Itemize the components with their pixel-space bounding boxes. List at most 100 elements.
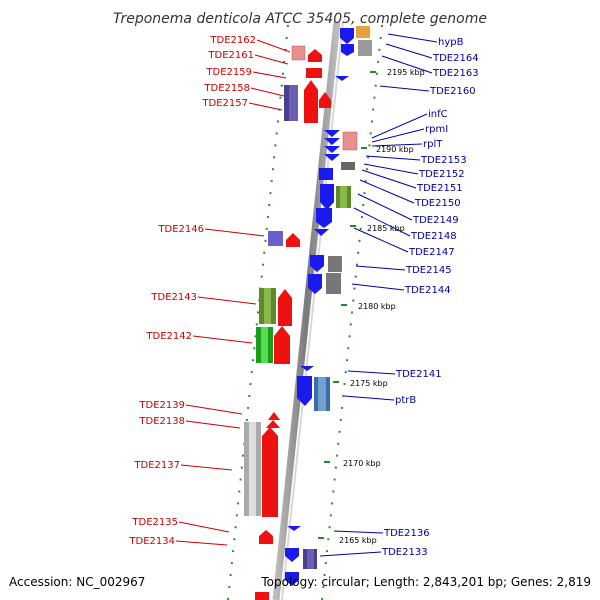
gene-glyph-rplt[interactable] (324, 138, 340, 145)
gene-label-tde2160[interactable]: TDE2160 (429, 86, 476, 97)
gene-glyph-tde2136[interactable] (287, 526, 301, 531)
gene-label-rplt[interactable]: rplT (423, 139, 443, 150)
gene-label-tde2162[interactable]: TDE2162 (209, 35, 256, 46)
gene-leader-line (351, 283, 405, 291)
gene-label-tde2145[interactable]: TDE2145 (405, 265, 452, 276)
gene-leader-line (385, 43, 433, 59)
gene-leader-line (359, 179, 415, 204)
gene-leader-line (371, 113, 428, 139)
gene-label-tde2135[interactable]: TDE2135 (131, 517, 178, 528)
gene-glyph-tde2144[interactable] (308, 274, 322, 294)
topology-text: Topology: circular; Length: 2,843,201 bp… (260, 575, 591, 589)
gene-label-tde2147[interactable]: TDE2147 (408, 247, 455, 258)
gene-label-tde2151[interactable]: TDE2151 (416, 183, 463, 194)
scale-tick-label: 2190 kbp (376, 145, 414, 154)
gene-glyph-tde2131[interactable] (255, 592, 269, 600)
gene-label-hypb[interactable]: hypB (438, 37, 464, 48)
gene-label-tde2133[interactable]: TDE2133 (381, 547, 428, 558)
gene-glyph-tde2147[interactable] (316, 208, 332, 228)
gene-label-tde2138[interactable]: TDE2138 (138, 416, 185, 427)
gene-label-tde2134[interactable]: TDE2134 (128, 536, 175, 547)
gene-glyph-tde2158-b[interactable] (289, 85, 298, 121)
gene-glyph-tde2146[interactable] (268, 231, 283, 246)
gene-label-tde2146[interactable]: TDE2146 (157, 224, 204, 235)
gene-label-tde2136[interactable]: TDE2136 (383, 528, 430, 539)
gene-glyph-tde2142-b[interactable] (261, 327, 268, 363)
gene-leader-line (254, 54, 289, 65)
gene-glyph-tde2137-c[interactable] (262, 427, 278, 517)
gene-label-tde2163[interactable]: TDE2163 (432, 68, 479, 79)
gene-glyph-tde2161[interactable] (308, 49, 322, 62)
gene-glyph-tde2133[interactable] (285, 548, 299, 562)
gene-glyph-tde2144-b[interactable] (326, 273, 341, 294)
gene-leader-line (353, 207, 411, 237)
gene-label-tde2139[interactable]: TDE2139 (138, 400, 185, 411)
gene-glyph-tde2145-b[interactable] (328, 256, 342, 272)
gene-glyph-tde2137-b[interactable] (249, 422, 256, 516)
gene-label-tde2141[interactable]: TDE2141 (395, 369, 442, 380)
scale-tick-label: 2170 kbp (343, 459, 381, 468)
gene-glyph-tde2141[interactable] (300, 366, 314, 371)
gene-glyph-tde2151[interactable] (341, 162, 355, 170)
gene-label-tde2153[interactable]: TDE2153 (420, 155, 467, 166)
gene-label-ptrb[interactable]: ptrB (395, 395, 416, 406)
gene-glyph-tde2147-b[interactable] (314, 229, 329, 236)
gene-glyph-tde2164[interactable] (340, 28, 354, 44)
gene-glyph-rpmi[interactable] (324, 130, 340, 137)
gene-leader-line (371, 143, 423, 147)
gene-label-tde2159[interactable]: TDE2159 (205, 67, 252, 78)
right-track (321, 24, 383, 600)
gene-glyph-tde2149[interactable] (320, 184, 334, 210)
gene-glyph-tde2160[interactable] (335, 76, 349, 81)
gene-leader-line (250, 87, 285, 97)
gene-leader-line (197, 296, 257, 305)
gene-leader-line (333, 530, 384, 534)
gene-leader-line (180, 464, 233, 471)
gene-leader-line (387, 33, 438, 43)
scale-tick-label: 2185 kbp (367, 224, 405, 233)
gene-glyph-infc[interactable] (342, 131, 358, 151)
gene-glyph-hypb[interactable] (356, 26, 370, 38)
gene-glyph-tde2143-b[interactable] (264, 288, 271, 324)
gene-label-rpmi[interactable]: rpmI (425, 124, 448, 135)
gene-label-tde2150[interactable]: TDE2150 (414, 198, 461, 209)
gene-label-tde2164[interactable]: TDE2164 (432, 53, 479, 64)
gene-label-tde2143[interactable]: TDE2143 (150, 292, 197, 303)
gene-glyph-tde2133-c[interactable] (307, 549, 314, 569)
gene-glyph-tde2139[interactable] (268, 412, 280, 420)
gene-glyph-tde2143-c[interactable] (278, 289, 292, 326)
gene-glyph-tde2163-b[interactable] (341, 44, 354, 56)
gene-glyph-tde2132[interactable] (285, 572, 299, 586)
gene-label-tde2148[interactable]: TDE2148 (410, 231, 457, 242)
gene-label-tde2152[interactable]: TDE2152 (418, 169, 465, 180)
gene-glyph-tde2138[interactable] (266, 420, 280, 428)
gene-glyph-tde2141-b[interactable] (297, 376, 312, 406)
gene-label-tde2158[interactable]: TDE2158 (203, 83, 250, 94)
gene-glyph-tde2145[interactable] (310, 255, 324, 272)
gene-label-tde2142[interactable]: TDE2142 (145, 331, 192, 342)
gene-glyph-tde2135[interactable] (259, 530, 273, 544)
gene-label-tde2157[interactable]: TDE2157 (201, 98, 248, 109)
gene-glyph-tde2162[interactable] (291, 45, 306, 61)
gene-glyph-tde2153[interactable] (324, 146, 340, 153)
gene-leader-line (248, 102, 283, 111)
gene-glyph-tde2159[interactable] (306, 68, 322, 78)
gene-glyph-tde2157-b[interactable] (319, 92, 331, 108)
gene-label-tde2137[interactable]: TDE2137 (133, 460, 180, 471)
gene-glyph-tde2157[interactable] (304, 80, 318, 123)
gene-leader-line (353, 227, 409, 253)
gene-glyph-tde2142-c[interactable] (274, 326, 290, 364)
gene-glyph-tde2146-b[interactable] (286, 233, 300, 247)
gene-label-tde2144[interactable]: TDE2144 (404, 285, 451, 296)
gene-label-tde2161[interactable]: TDE2161 (207, 50, 254, 61)
gene-label-tde2149[interactable]: TDE2149 (412, 215, 459, 226)
gene-glyph-tde2150[interactable] (319, 168, 333, 180)
gene-glyph-tde2148-b[interactable] (340, 186, 347, 208)
genome-backbone-highlight (281, 21, 344, 600)
gene-glyph-tde2163[interactable] (358, 40, 372, 56)
gene-glyph-tde2152[interactable] (324, 154, 340, 161)
gene-glyph-ptrb-b[interactable] (318, 377, 326, 411)
gene-leader-line (363, 163, 419, 175)
gene-label-infc[interactable]: infC (428, 109, 448, 120)
